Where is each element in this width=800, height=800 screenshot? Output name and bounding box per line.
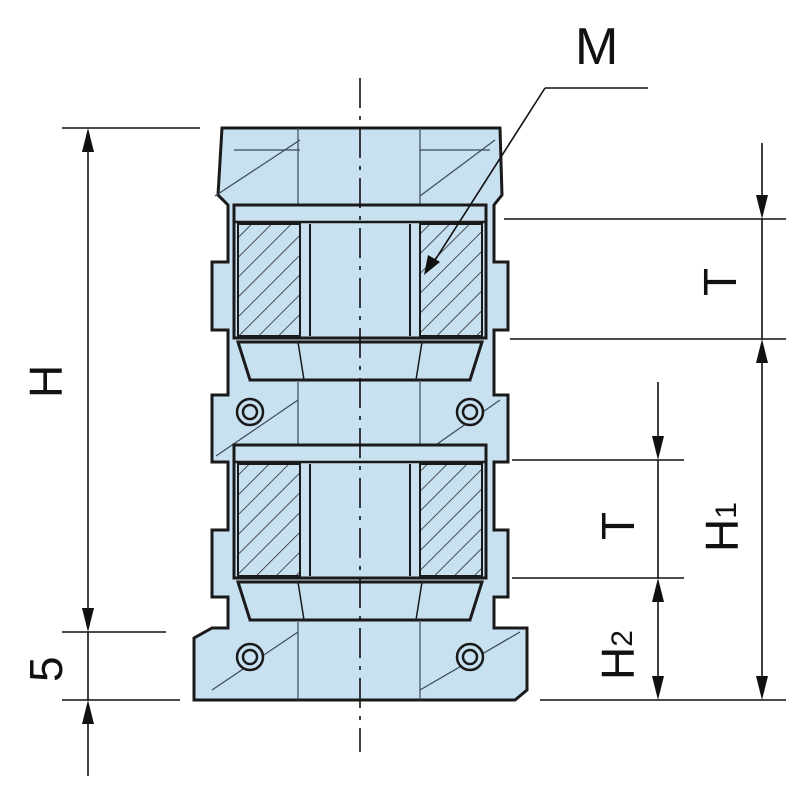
label-h1: H1 [696,502,748,552]
dim-h2 [652,578,664,700]
dim-t-lower [512,382,684,579]
label-m: M [575,18,618,76]
label-t-upper: T [694,268,746,296]
body-section-lines [211,128,521,700]
label-t-lower: T [592,512,644,540]
label-five: 5 [20,656,72,682]
m-leader [424,87,648,275]
upper-insert [232,203,488,382]
dim-h1 [540,339,786,701]
label-h1-sub: 1 [710,502,743,519]
label-h: H [20,365,72,398]
label-h2: H2 [592,630,644,680]
label-h2-sub: 2 [606,630,639,647]
circle-hole-icon [235,397,485,672]
dim-h [62,127,200,776]
dim-t-upper [504,143,786,340]
